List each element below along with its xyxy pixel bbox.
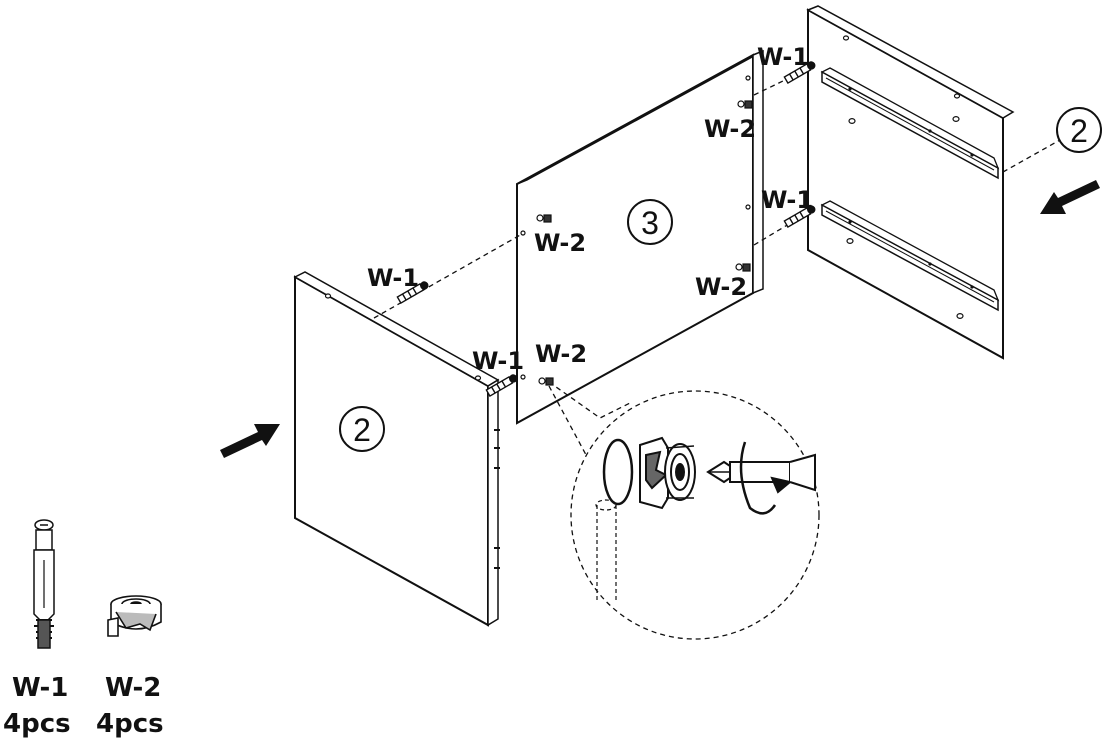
cam-bolt-icon <box>33 519 55 649</box>
panel-number-center: 3 <box>627 199 673 245</box>
part-w2-qty: 4pcs <box>96 709 164 739</box>
left-side-panel <box>293 271 500 627</box>
w1-label-left-top: W-1 <box>367 264 419 292</box>
w1-bolt-left-bottom <box>485 374 518 397</box>
part-w2-code: W-2 <box>105 673 161 703</box>
right-side-panel <box>806 5 1015 360</box>
w2-label-center-right: W-2 <box>695 273 747 301</box>
part-w1-code: W-1 <box>12 673 68 703</box>
w1-label-left-bottom: W-1 <box>472 347 524 375</box>
w1-bolt-mid-right <box>783 205 816 228</box>
w2-label-bottom: W-2 <box>535 340 587 368</box>
cam-lock-nut-icon <box>107 595 162 637</box>
w1-label-top-right: W-1 <box>757 43 809 71</box>
svg-text:2: 2 <box>1070 113 1088 149</box>
part-w2: W-2 4pcs <box>96 595 164 739</box>
w2-cam-nuts <box>536 100 753 386</box>
screwdriver-icon <box>706 441 816 515</box>
hole-ring-icon <box>602 438 634 506</box>
w2-label-top-right: W-2 <box>704 115 756 143</box>
w2-label-center-left: W-2 <box>534 229 586 257</box>
zoom-detail <box>570 390 820 640</box>
svg-text:3: 3 <box>641 205 659 241</box>
w1-bolt-left-top <box>396 281 429 304</box>
part-w1: W-1 4pcs <box>3 519 71 739</box>
arrow-icon-left <box>220 424 280 458</box>
w1-bolt-top-right <box>783 61 816 84</box>
cam-nut-detail-icon <box>639 436 696 510</box>
svg-text:2: 2 <box>353 412 371 448</box>
arrow-icon-right <box>1040 180 1100 214</box>
part-w1-qty: 4pcs <box>3 709 71 739</box>
panel-number-left: 2 <box>339 406 385 452</box>
panel-number-right: 2 <box>1056 107 1102 153</box>
w1-label-mid-right: W-1 <box>761 186 813 214</box>
